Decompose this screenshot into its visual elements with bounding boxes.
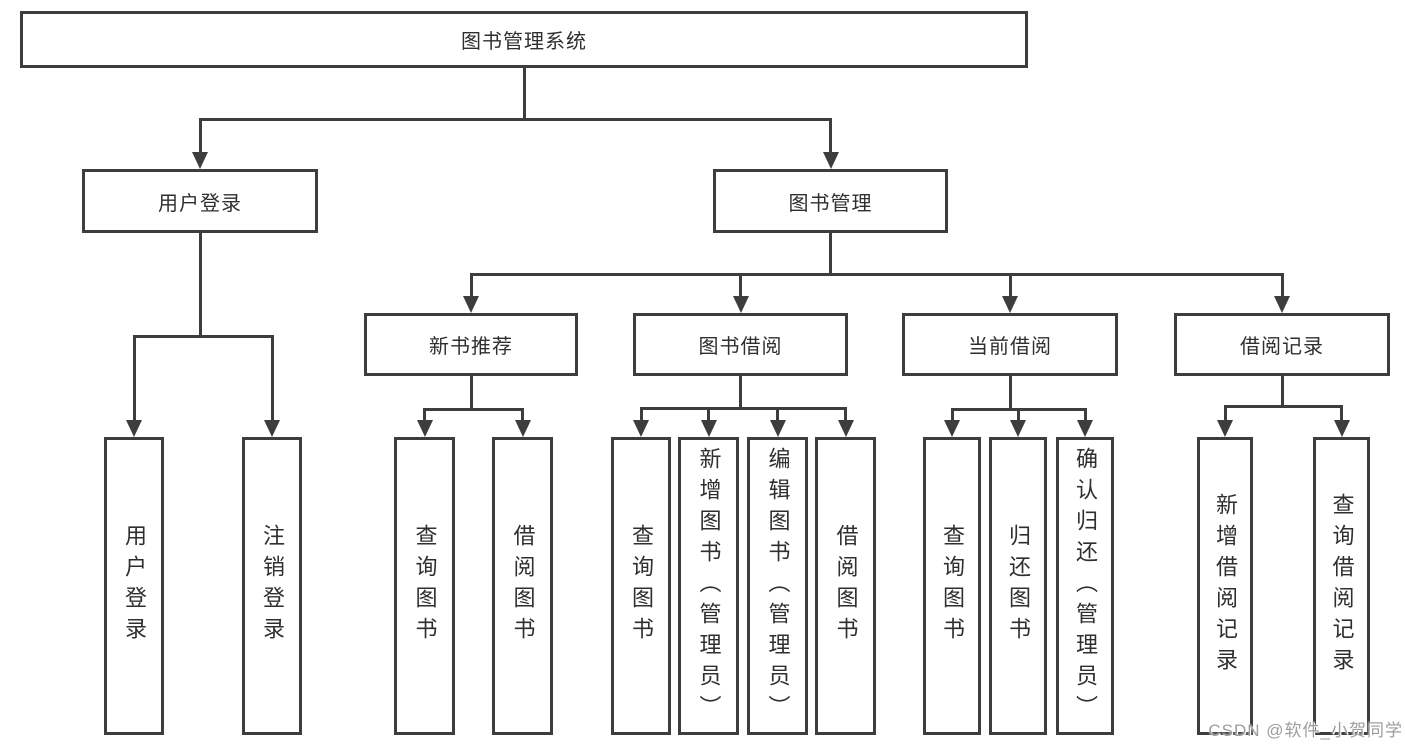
connector-bus-horizontal (1223, 405, 1343, 408)
node-label-v-edit-book: 编辑图书（管理员） (765, 446, 791, 726)
node-v-confirm-return: 确认归还（管理员） (1056, 437, 1114, 735)
arrow-down-icon (463, 296, 479, 313)
node-label-user-login: 用户登录 (158, 192, 242, 215)
node-label-v-add-record: 新增借阅记录 (1213, 493, 1238, 679)
node-label-new-book-rec: 新书推荐 (429, 336, 513, 358)
arrow-down-icon (1010, 420, 1026, 437)
node-label-book-mgmt: 图书管理 (788, 192, 873, 215)
node-label-v-logout: 注销登录 (260, 524, 285, 648)
connector-drop-vertical (1223, 405, 1227, 424)
node-v-return-book: 归还图书 (989, 437, 1047, 735)
node-label-v-borrow-book-1: 借阅图书 (510, 524, 536, 648)
node-borrow-records: 借阅记录 (1174, 313, 1390, 376)
arrow-down-icon (1077, 420, 1093, 437)
connector-drop-vertical (198, 118, 202, 156)
connector-bus-horizontal (639, 407, 847, 410)
node-root: 图书管理系统 (20, 11, 1028, 68)
node-v-borrow-book-2: 借阅图书 (815, 437, 876, 735)
connector-drop-vertical (132, 335, 136, 424)
arrow-down-icon (192, 152, 208, 169)
connector-stem-vertical (198, 233, 202, 335)
arrow-down-icon (1333, 420, 1350, 437)
node-label-current-borrow: 当前借阅 (968, 336, 1052, 358)
connector-drop-vertical (1280, 273, 1284, 300)
arrow-down-icon (822, 152, 839, 169)
node-current-borrow: 当前借阅 (902, 313, 1118, 376)
node-label-book-borrow: 图书借阅 (698, 336, 783, 358)
arrow-down-icon (769, 420, 786, 437)
connector-drop-vertical (1083, 408, 1087, 424)
arrow-down-icon (1002, 296, 1018, 313)
node-v-query-book-3: 查询图书 (923, 437, 981, 735)
connector-stem-vertical (1008, 376, 1012, 408)
connector-stem-vertical (829, 233, 832, 273)
arrow-down-icon (944, 420, 960, 437)
node-label-root: 图书管理系统 (461, 31, 587, 53)
csdn-watermark: CSDN @软件_小贺同学 (1208, 721, 1403, 740)
arrow-down-icon (416, 420, 433, 437)
node-label-v-confirm-return: 确认归还（管理员） (1073, 446, 1098, 726)
node-book-borrow: 图书借阅 (633, 313, 848, 376)
node-label-v-query-book-2: 查询图书 (629, 524, 654, 648)
node-v-query-record: 查询借阅记录 (1313, 437, 1370, 735)
node-v-user-login: 用户登录 (104, 437, 164, 735)
node-v-borrow-book-1: 借阅图书 (492, 437, 553, 735)
connector-drop-vertical (521, 408, 524, 424)
node-label-v-query-book-1: 查询图书 (412, 524, 438, 648)
node-label-v-query-record: 查询借阅记录 (1329, 493, 1355, 679)
node-v-query-book-2: 查询图书 (611, 437, 671, 735)
connector-drop-vertical (950, 408, 954, 424)
connector-drop-vertical (1016, 408, 1020, 424)
arrow-down-icon (1274, 296, 1290, 313)
arrow-down-icon (633, 420, 649, 437)
connector-drop-vertical (423, 408, 426, 424)
connector-bus-horizontal (469, 273, 1284, 276)
arrow-down-icon (514, 420, 531, 437)
connector-drop-vertical (844, 407, 847, 424)
connector-drop-vertical (270, 335, 274, 424)
connector-stem-vertical (1280, 376, 1284, 405)
connector-drop-vertical (829, 118, 832, 156)
connector-stem-vertical (522, 68, 526, 118)
node-user-login: 用户登录 (82, 169, 318, 233)
connector-drop-vertical (707, 407, 710, 424)
node-label-v-borrow-book-2: 借阅图书 (833, 524, 859, 648)
node-v-logout: 注销登录 (242, 437, 302, 735)
connector-drop-vertical (1340, 405, 1343, 424)
connector-bus-horizontal (198, 118, 832, 121)
node-new-book-rec: 新书推荐 (364, 313, 578, 376)
node-v-add-book: 新增图书（管理员） (678, 437, 739, 735)
node-label-v-user-login: 用户登录 (122, 524, 147, 648)
connector-drop-vertical (1008, 273, 1012, 300)
arrow-down-icon (264, 420, 280, 437)
connector-drop-vertical (639, 407, 643, 424)
node-label-v-add-book: 新增图书（管理员） (696, 446, 722, 726)
connector-stem-vertical (739, 376, 742, 407)
node-v-query-book-1: 查询图书 (394, 437, 455, 735)
node-label-borrow-records: 借阅记录 (1240, 336, 1324, 358)
arrow-down-icon (732, 296, 749, 313)
node-label-v-query-book-3: 查询图书 (940, 524, 965, 648)
node-v-add-record: 新增借阅记录 (1197, 437, 1253, 735)
connector-drop-vertical (469, 273, 473, 300)
arrow-down-icon (1217, 420, 1233, 437)
node-v-edit-book: 编辑图书（管理员） (747, 437, 808, 735)
arrow-down-icon (126, 420, 142, 437)
connector-drop-vertical (776, 407, 779, 424)
node-book-mgmt: 图书管理 (713, 169, 948, 233)
connector-bus-horizontal (132, 335, 274, 338)
node-label-v-return-book: 归还图书 (1006, 524, 1031, 648)
connector-bus-horizontal (423, 408, 524, 411)
arrow-down-icon (837, 420, 854, 437)
connector-stem-vertical (469, 376, 473, 408)
connector-drop-vertical (739, 273, 742, 300)
arrow-down-icon (700, 420, 717, 437)
